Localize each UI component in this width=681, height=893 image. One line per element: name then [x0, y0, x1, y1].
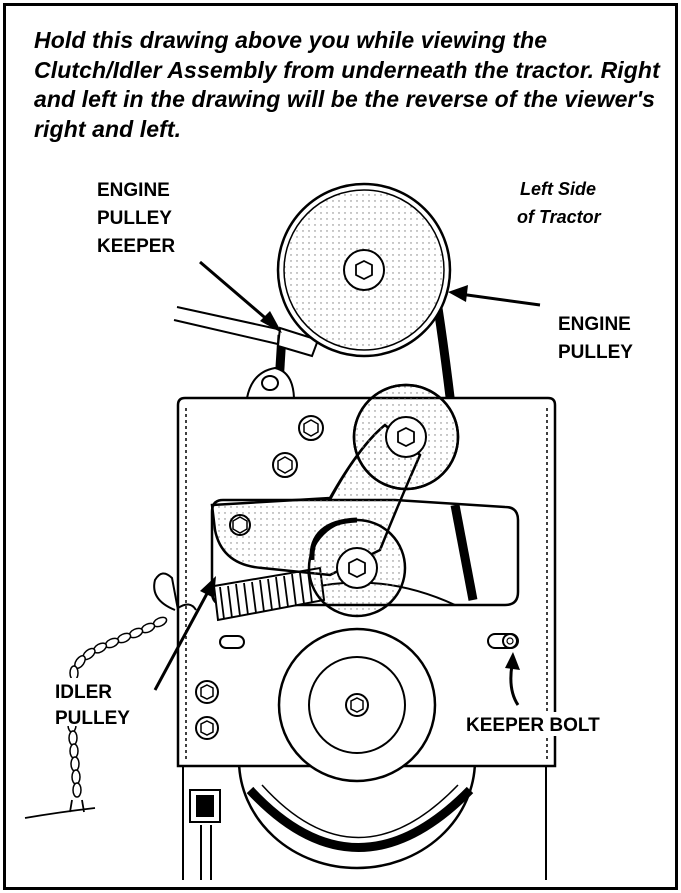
svg-text:KEEPER BOLT: KEEPER BOLT [466, 715, 600, 736]
hairpin-clip [153, 572, 197, 611]
diagram-frame [3, 3, 678, 890]
control-rod [173, 306, 320, 358]
svg-text:ENGINE: ENGINE [97, 180, 170, 201]
svg-text:PULLEY: PULLEY [558, 342, 633, 363]
svg-text:of Tractor: of Tractor [517, 207, 602, 227]
label-idler-pulley: IDLER PULLEY [52, 678, 130, 729]
svg-text:Left Side: Left Side [520, 179, 596, 199]
arrow-keeper-bolt [505, 652, 520, 670]
transmission-pulley [277, 627, 437, 783]
bracket-slot [219, 635, 245, 649]
spring-anchor-fill [196, 795, 214, 817]
arrow-engine-pulley [448, 285, 468, 302]
label-left-side: Left Side of Tractor [517, 179, 602, 227]
svg-text:PULLEY: PULLEY [55, 708, 130, 729]
arrow-idler [200, 576, 216, 598]
engine-pulley [276, 182, 452, 358]
keeper-bolt [487, 633, 519, 649]
leader-keeper [199, 260, 271, 324]
leader-engine-pulley [459, 292, 541, 307]
arrow-keeper [260, 311, 282, 333]
upper-idler-pulley [352, 383, 460, 491]
svg-text:KEEPER: KEEPER [97, 236, 175, 257]
chain-hook [24, 799, 96, 819]
leader-keeper-bolt [509, 664, 520, 706]
svg-text:PULLEY: PULLEY [97, 208, 172, 229]
instructions-text: Hold this drawing above you while viewin… [34, 27, 660, 142]
bottom-rods [182, 755, 547, 880]
label-engine-pulley-keeper: ENGINE PULLEY KEEPER [97, 180, 175, 257]
top-left-tab [245, 366, 296, 399]
leader-idler [153, 587, 212, 691]
lower-idler-pulley [307, 517, 407, 618]
svg-text:IDLER: IDLER [55, 682, 112, 703]
bracket-bolts-top [272, 415, 324, 478]
label-keeper-bolt: KEEPER BOLT [463, 712, 638, 736]
bracket-bolts-left [195, 680, 219, 740]
label-engine-pulley: ENGINE PULLEY [558, 314, 633, 363]
svg-text:ENGINE: ENGINE [558, 314, 631, 335]
